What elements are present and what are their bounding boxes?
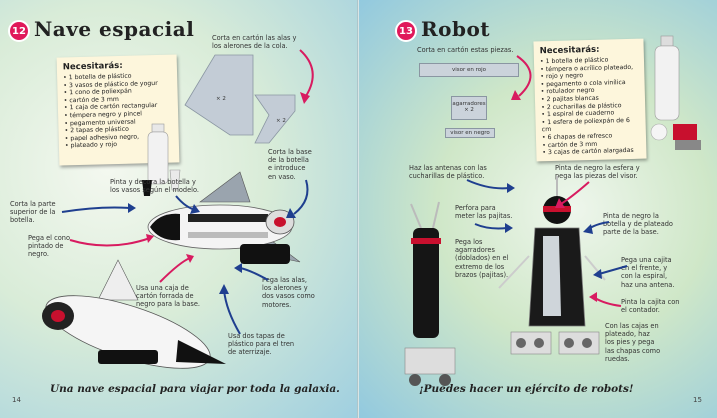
template-visor-black: visor en negro (445, 128, 495, 138)
template-count-label: × 2 (276, 118, 286, 124)
materials-photo (142, 123, 181, 196)
spaceship-model-photo (147, 171, 301, 264)
page-title: Robot (421, 17, 491, 41)
page-caption: ¡Puedes hacer un ejército de robots! (419, 383, 634, 395)
robot-model-photo (404, 201, 456, 386)
page-number: 15 (693, 396, 702, 404)
page-title: Nave espacial (34, 17, 195, 41)
right-page: 13 Robot Corta en cartón estas piezas. v… (359, 0, 717, 418)
page-caption: Una nave espacial para viajar por toda l… (50, 383, 340, 395)
page-number: 14 (12, 396, 21, 404)
spaceship-model-photo (42, 259, 226, 369)
book-spine (357, 0, 360, 418)
template-grippers: agarradores × 2 (451, 96, 487, 120)
materials-photo (650, 35, 701, 150)
instruction-arrows (466, 55, 628, 307)
project-number-badge: 13 (395, 20, 417, 42)
template-count-label: × 2 (216, 96, 226, 102)
project-number-badge: 12 (8, 20, 30, 42)
template-visor-red: visor en rojo (419, 63, 519, 77)
instruction-arrows (61, 49, 314, 335)
cardboard-templates (184, 54, 296, 144)
left-page: 12 Nave espacial Necesitarás: 1 botella … (0, 0, 358, 418)
robot-model-photo (498, 176, 606, 355)
note-cut-pieces: Corta en cartón estas piezas. (417, 46, 514, 54)
